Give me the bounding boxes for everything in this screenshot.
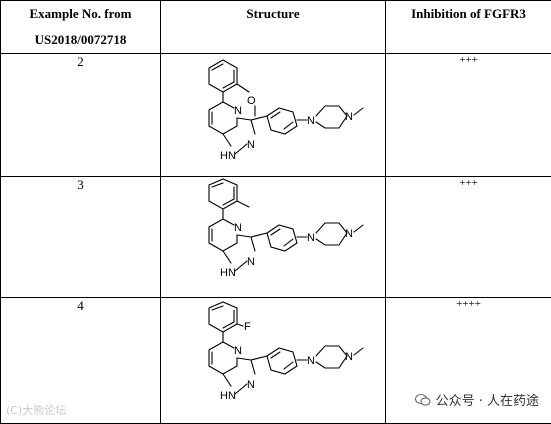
example-number: 2 <box>1 54 161 177</box>
atom-n: N <box>234 345 242 357</box>
atom-n: N <box>307 355 315 367</box>
atom-nh: HN <box>220 390 236 402</box>
header-example-line2: US2018/0072718 <box>1 27 160 53</box>
atom-n: N <box>345 228 353 240</box>
atom-n: N <box>345 351 353 363</box>
atom-n: N <box>345 111 353 123</box>
atom-n: N <box>247 139 255 151</box>
chemical-structure: O N HN N <box>187 54 367 172</box>
header-structure: Structure <box>161 1 386 54</box>
inhibition-value: +++ <box>386 177 551 298</box>
inhibition-value: +++ <box>386 54 551 177</box>
atom-n: N <box>247 256 255 268</box>
structure-cell: F N HN N N N <box>161 298 386 424</box>
atom-n: N <box>307 115 315 127</box>
atom-n: N <box>234 105 242 117</box>
header-example-no: Example No. from US2018/0072718 <box>1 1 161 54</box>
watermark-right: 公众号 · 人在药途 <box>415 390 539 409</box>
chemical-structure: F N HN N N N <box>187 298 367 418</box>
watermark-left: (C)大熊论坛 <box>6 402 66 418</box>
structure-cell: N HN N N N <box>161 177 386 298</box>
wechat-icon <box>415 393 431 407</box>
atom-n: N <box>247 379 255 391</box>
substituent-label: F <box>244 321 251 333</box>
atom-nh: HN <box>220 150 236 162</box>
header-inhibition: Inhibition of FGFR3 <box>386 1 551 54</box>
structure-cell: O N HN N <box>161 54 386 177</box>
header-example-line1: Example No. from <box>1 1 160 27</box>
atom-n: N <box>307 232 315 244</box>
table-row: 2 O N HN <box>1 54 551 177</box>
chemical-structure: N HN N N N <box>187 177 367 293</box>
example-number: 3 <box>1 177 161 298</box>
table-row: 3 N HN N <box>1 177 551 298</box>
atom-nh: HN <box>220 267 236 279</box>
substituent-label: O <box>247 95 256 107</box>
watermark-text: 公众号 · 人在药途 <box>436 390 539 409</box>
atom-n: N <box>234 222 242 234</box>
